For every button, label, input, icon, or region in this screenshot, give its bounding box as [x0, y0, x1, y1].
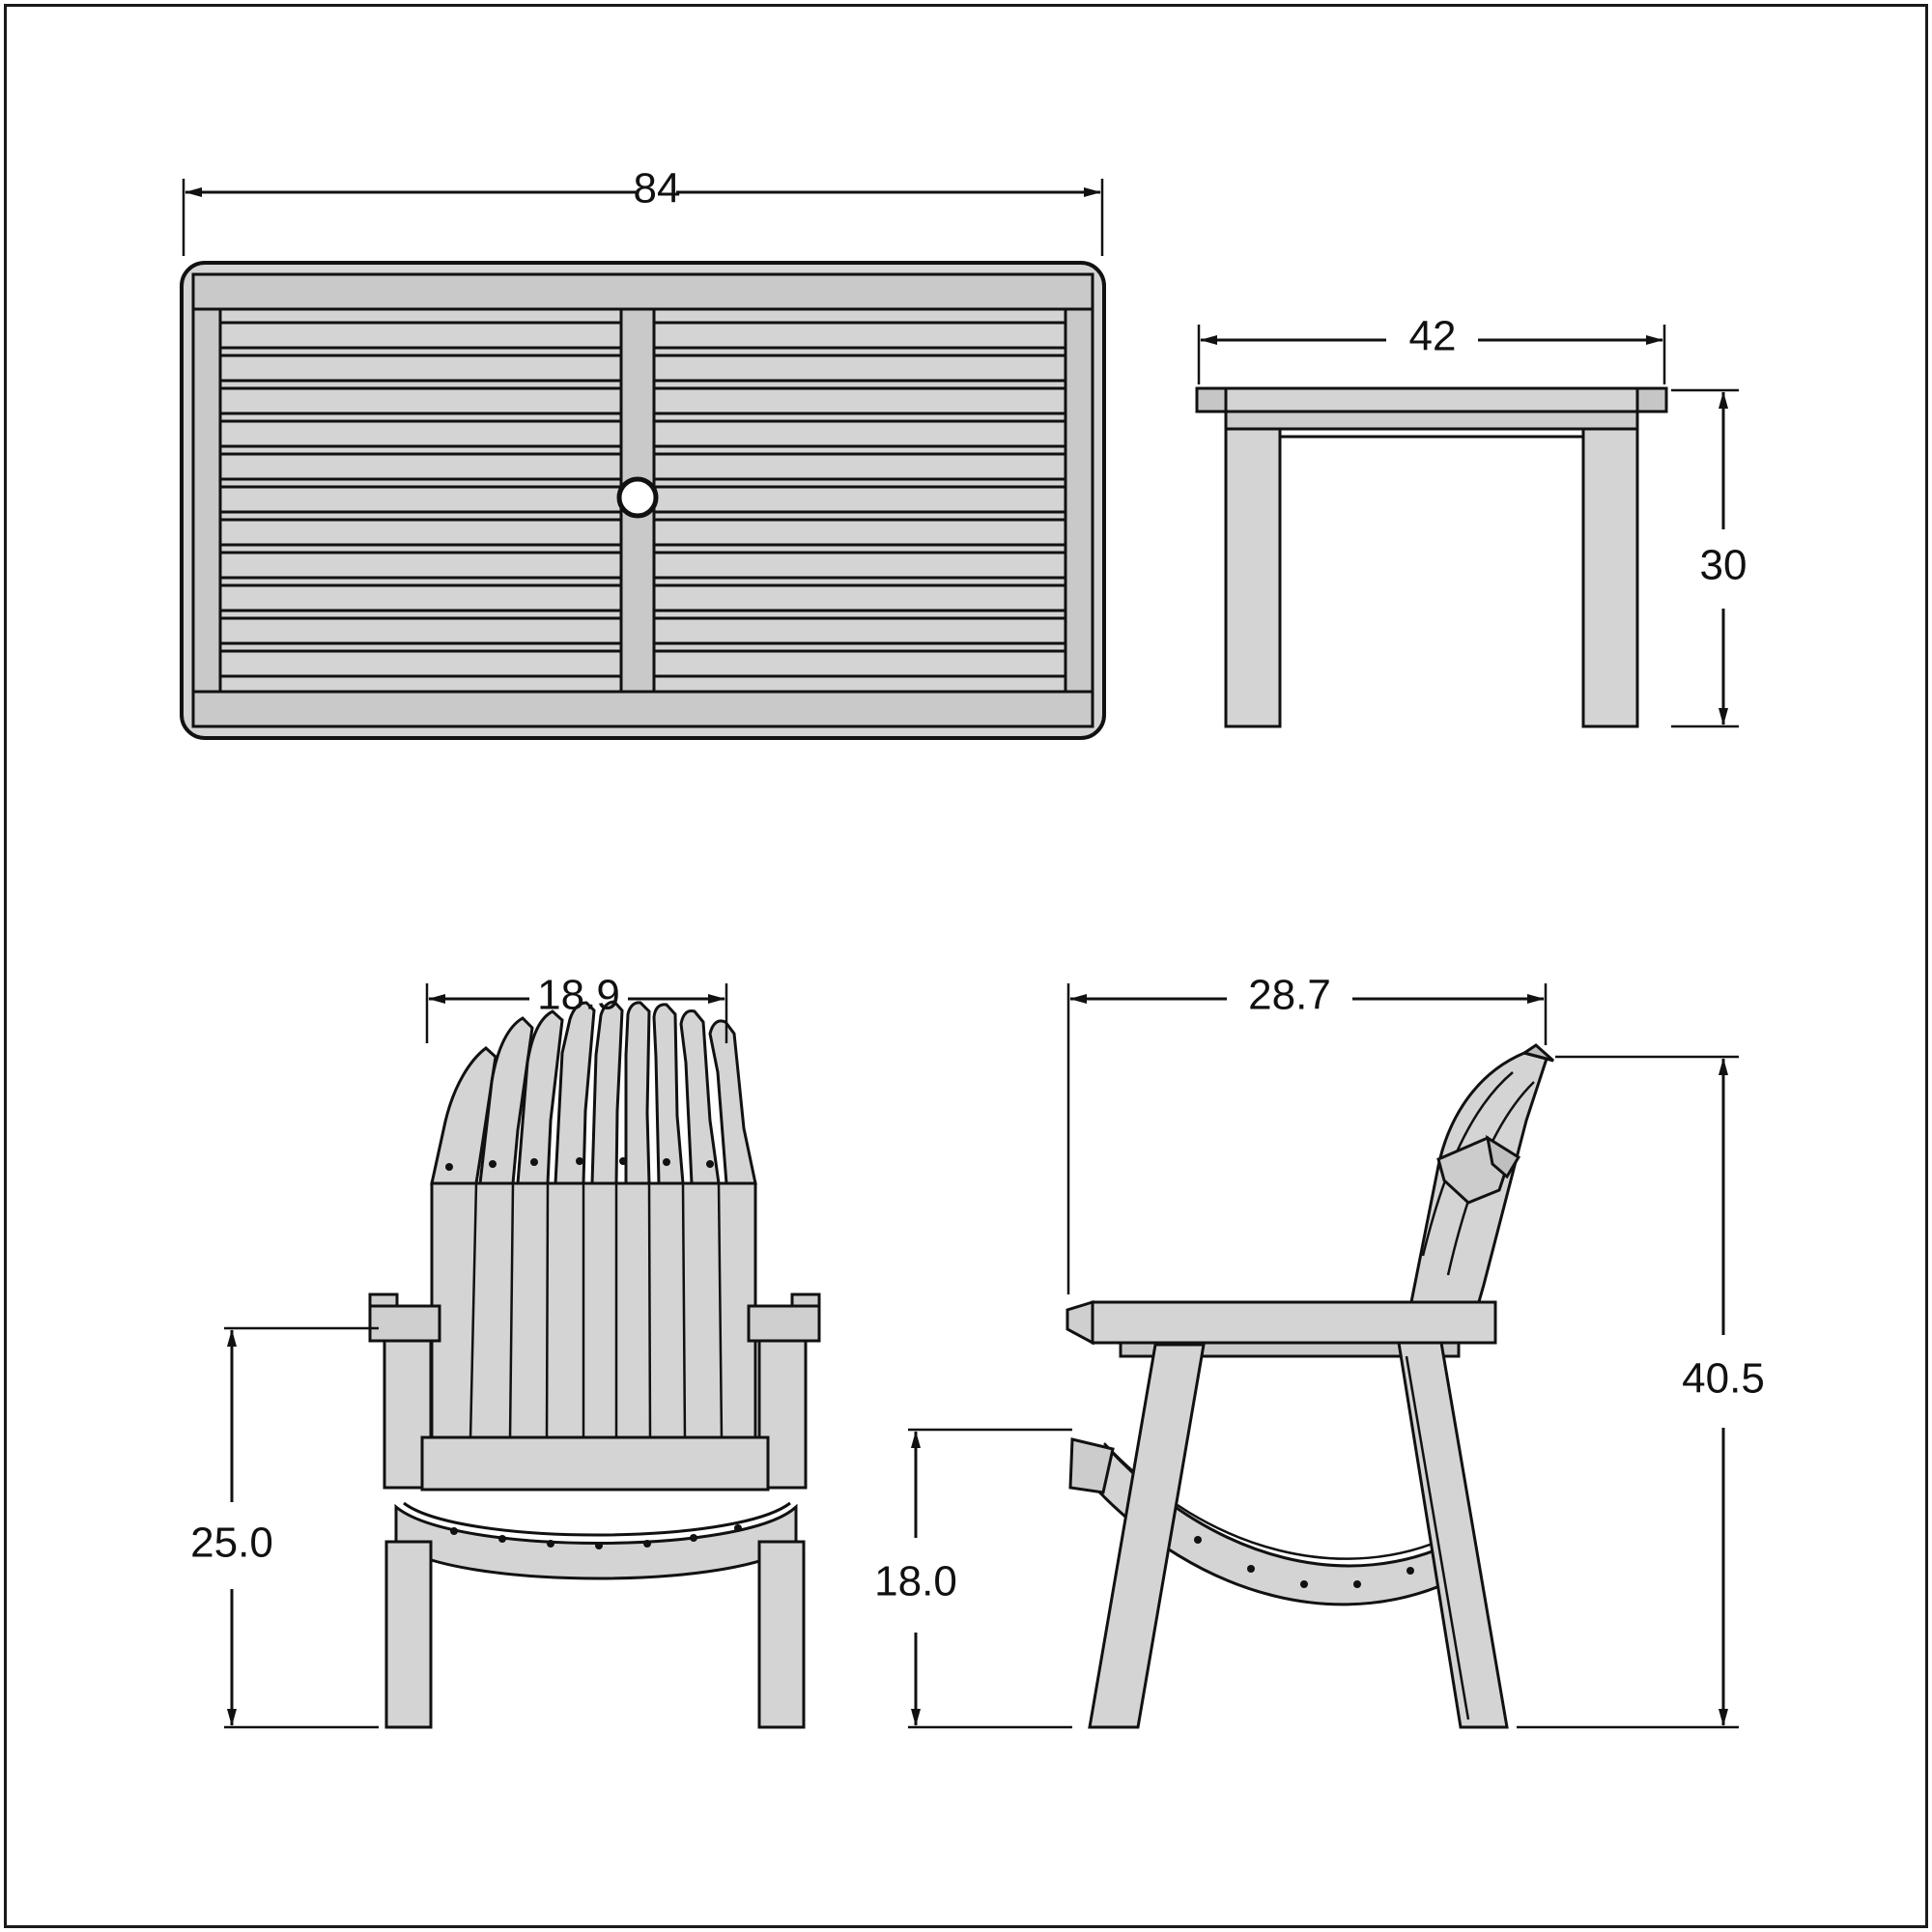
dim-label-table-height: 30 — [1700, 542, 1747, 589]
dim-label-table-width: 84 — [634, 165, 681, 213]
dim-chair-depth — [1066, 983, 1548, 1294]
dim-label-chair-overall-height: 40.5 — [1682, 1355, 1765, 1403]
dim-label-chair-seat-height: 18.0 — [874, 1558, 957, 1605]
dim-table-depth — [1197, 325, 1666, 384]
dim-chair-seat-front-height — [224, 1326, 379, 1729]
dim-label-table-depth: 42 — [1409, 313, 1457, 360]
dim-table-height — [1671, 388, 1739, 728]
dim-table-width — [182, 179, 1104, 256]
dim-label-chair-seat-front-height: 25.0 — [190, 1520, 273, 1567]
table-side-view-geometry — [1195, 386, 1668, 728]
dim-chair-width — [425, 983, 728, 1043]
dim-chair-seat-height — [908, 1428, 1072, 1729]
table-top-view-geometry — [180, 261, 1106, 740]
chair-front-view-geometry — [368, 1000, 821, 1729]
chair-side-view-geometry — [1065, 1043, 1554, 1729]
dim-label-chair-width: 18.9 — [537, 972, 620, 1019]
dim-label-chair-depth: 28.7 — [1248, 972, 1331, 1019]
dim-chair-overall-height — [1517, 1055, 1739, 1729]
